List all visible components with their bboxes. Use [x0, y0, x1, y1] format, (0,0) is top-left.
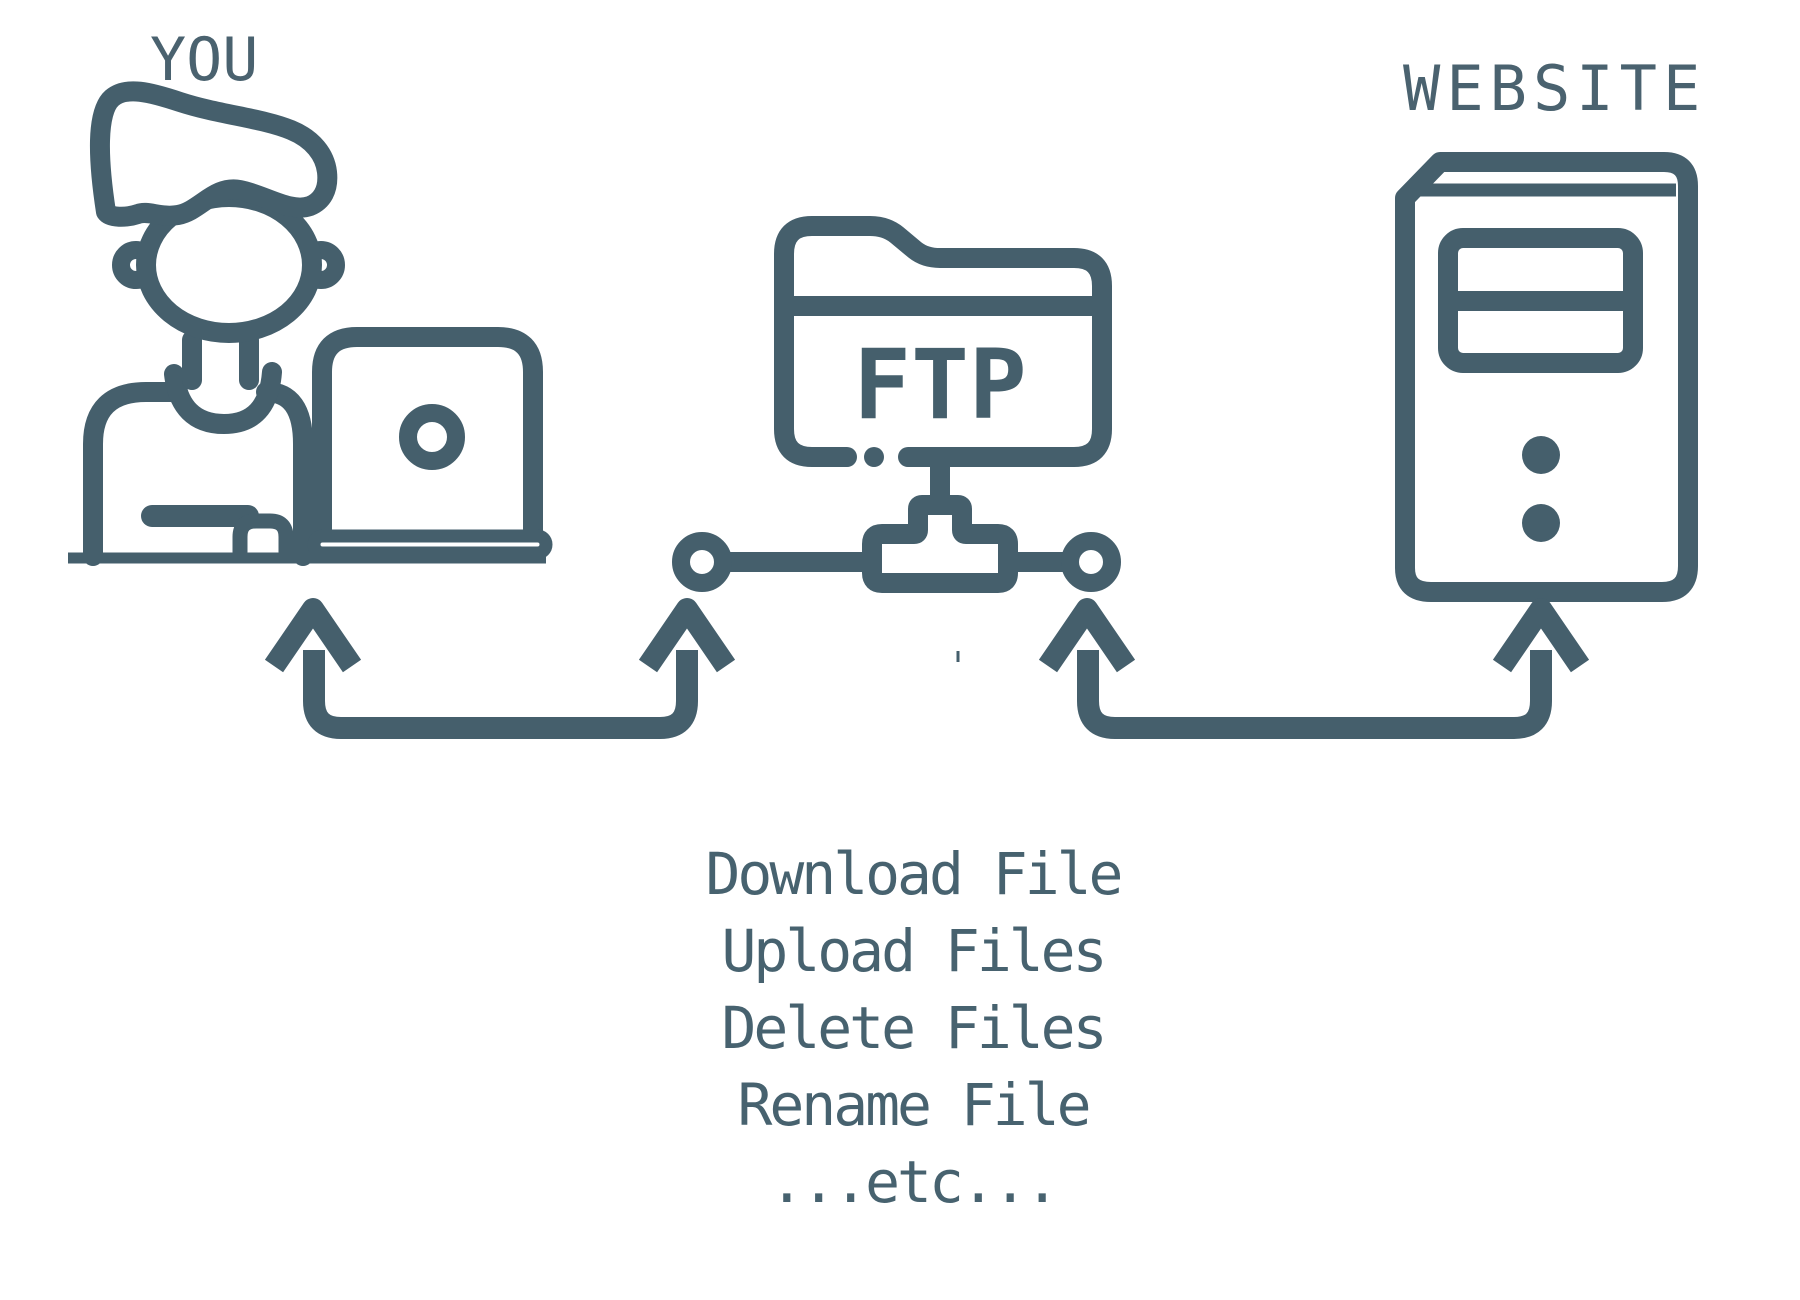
action-item: ...etc...	[769, 1148, 1059, 1216]
server-outline	[1395, 152, 1698, 602]
person-laptop-icon	[68, 81, 553, 566]
person-hand	[232, 513, 294, 560]
folder-outline	[774, 216, 1112, 467]
action-item: Rename File	[737, 1071, 1091, 1139]
person-torso-left	[83, 382, 188, 566]
ftp-folder-label: FTP	[853, 329, 1027, 441]
action-item: Download File	[705, 840, 1124, 908]
server-led-top	[1522, 436, 1560, 474]
person-neck	[182, 330, 259, 390]
ftp-actions-list: Download File Upload Files Delete Files …	[513, 836, 1313, 1221]
action-item: Upload Files	[721, 917, 1107, 985]
arrow-user-ftp-body	[303, 650, 698, 739]
person-hair	[89, 81, 338, 227]
laptop-lid	[312, 327, 543, 548]
arrow-user-ftp	[264, 598, 736, 739]
laptop-logo-icon	[399, 404, 465, 470]
website-label: WEBSITE	[1403, 52, 1707, 125]
arrowhead-up-left-icon	[1038, 598, 1136, 673]
network-hub	[862, 495, 1018, 593]
laptop-base	[307, 529, 553, 560]
user-label: YOU	[150, 25, 259, 95]
arrow-ftp-website-body	[1077, 650, 1552, 739]
server-icon	[1395, 152, 1698, 602]
folder-bottom-dot	[864, 447, 884, 467]
network-node-right	[1061, 532, 1121, 592]
ftp-folder-icon	[672, 216, 1121, 593]
server-led-bottom	[1522, 504, 1560, 542]
arrowhead-up-right-icon	[1492, 598, 1590, 673]
person-collar	[164, 362, 282, 434]
action-item: Delete Files	[721, 994, 1107, 1062]
arrowhead-up-left-icon	[264, 598, 362, 673]
arrow-ftp-website	[1038, 598, 1590, 739]
arrowhead-up-right-icon	[638, 598, 736, 673]
network-node-left	[672, 532, 732, 592]
